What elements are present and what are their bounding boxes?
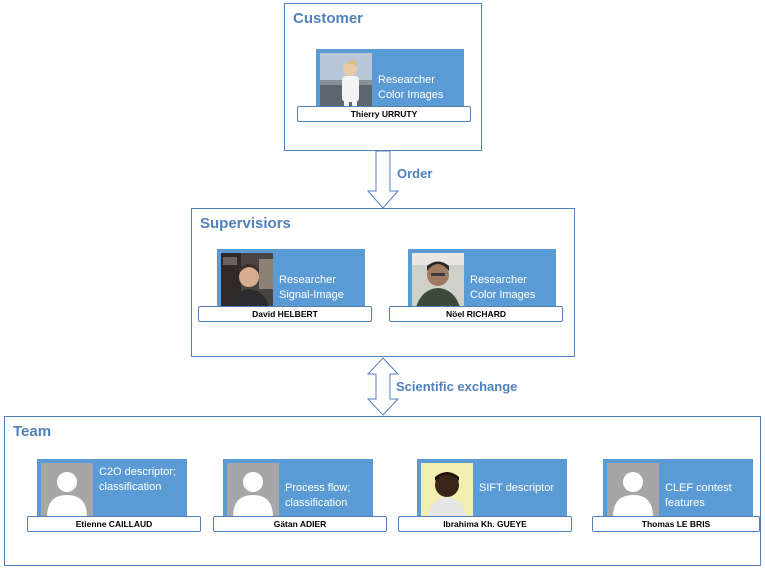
customer-group: Customer Researcher Color Images Thierry…: [284, 3, 482, 151]
name-david-helbert: David HELBERT: [198, 306, 372, 322]
role-gatan-adier: Process flow; classification: [285, 482, 351, 509]
person-card-ibrahima-gueye: SIFT descriptor: [417, 459, 567, 521]
order-arrow: [367, 151, 399, 209]
team-group: Team C2O descriptor; classification Etie…: [4, 416, 761, 566]
exchange-label: Scientific exchange: [396, 379, 518, 394]
name-thomas-le-bris: Thomas LE BRIS: [592, 516, 760, 532]
placeholder-avatar-icon: [227, 463, 279, 517]
photo-ibrahima-gueye: [421, 463, 473, 517]
name-etienne-caillaud: Etienne CAILLAUD: [27, 516, 201, 532]
person-card-thomas-le-bris: CLEF contest features: [603, 459, 753, 521]
role-ibrahima-gueye: SIFT descriptor: [479, 482, 554, 494]
person-card-noel-richard: Researcher Color Images: [408, 249, 556, 311]
name-ibrahima-gueye: Ibrahima Kh. GUEYE: [398, 516, 572, 532]
name-noel-richard: Nöel RICHARD: [389, 306, 563, 322]
role-etienne-caillaud: C2O descriptor; classification: [99, 466, 177, 493]
name-thierry-urruty: Thierry URRUTY: [297, 106, 471, 122]
role-david-helbert: Researcher Signal-Image: [279, 274, 344, 301]
role-noel-richard: Researcher Color Images: [470, 274, 536, 301]
placeholder-avatar-icon: [41, 463, 93, 517]
supervisors-group-title: Supervisiors: [200, 215, 291, 232]
team-group-title: Team: [13, 423, 52, 440]
role-thierry-urruty: Researcher Color Images: [378, 74, 444, 101]
placeholder-avatar-icon: [607, 463, 659, 517]
photo-thierry-urruty: [320, 53, 372, 107]
person-card-thierry-urruty: Researcher Color Images: [316, 49, 464, 111]
name-gatan-adier: Gätan ADIER: [213, 516, 387, 532]
role-thomas-le-bris: CLEF contest features: [665, 482, 732, 509]
person-card-etienne-caillaud: C2O descriptor; classification: [37, 459, 187, 521]
supervisors-group: Supervisiors Researcher Signal-Image Dav…: [191, 208, 575, 357]
customer-group-title: Customer: [293, 10, 364, 27]
person-card-gatan-adier: Process flow; classification: [223, 459, 373, 521]
photo-david-helbert: [221, 253, 273, 307]
photo-noel-richard: [412, 253, 464, 307]
order-label: Order: [397, 166, 433, 181]
person-card-david-helbert: Researcher Signal-Image: [217, 249, 365, 311]
exchange-arrow: [367, 357, 399, 416]
